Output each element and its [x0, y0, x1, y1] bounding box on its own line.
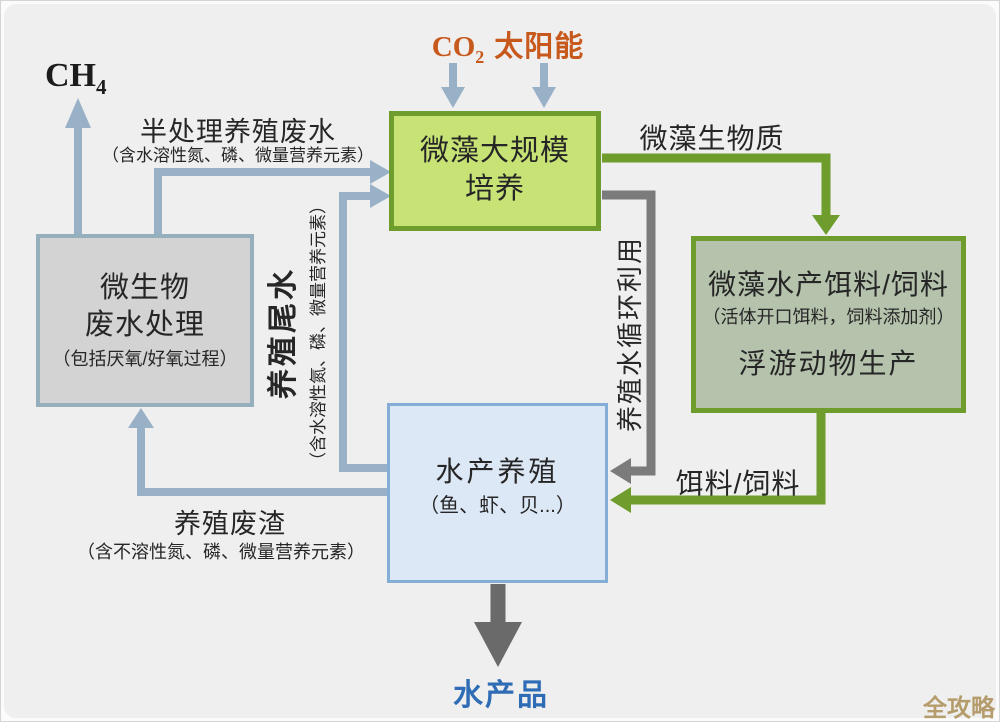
arrow-tail-water: [339, 184, 391, 472]
watermark: 全攻略: [923, 695, 995, 722]
waste-residue-label: 养殖废渣: [174, 509, 286, 539]
arrow-biomass: [602, 153, 840, 235]
arrow-waste-residue: [128, 408, 389, 496]
arrow-ch4: [65, 98, 91, 237]
microalgae-biomass-label: 微藻生物质: [639, 123, 785, 154]
co2-solar-label: CO2 太阳能: [398, 23, 618, 68]
water-recycling-label: 养殖水循环利用: [614, 236, 645, 433]
node-aquaculture: 水产养殖 （鱼、虾、贝...）: [387, 403, 608, 583]
semi-treated-wastewater-label: 半处理养殖废水: [140, 117, 336, 147]
node-feed-production: 微藻水产饵料/饲料 （活体开口饵料，饲料添加剂） 浮游动物生产: [691, 236, 966, 413]
aquatic-products-label: 水产品: [453, 679, 549, 712]
node-microalgae-cultivation: 微藻大规模 培养: [389, 111, 601, 231]
node-title: 微生物: [99, 271, 190, 304]
semi-treated-wastewater-detail: （含水溶性氮、磷、微量营养元素）: [102, 146, 374, 165]
ch4-label: CH4: [45, 57, 107, 99]
node-detail: （包括厌氧/好氧过程）: [52, 348, 238, 369]
arrow-co2: [441, 63, 465, 108]
tail-water-label: 养殖尾水 （含水溶性氮、磷、微量营养元素）: [262, 183, 328, 483]
tail-water-detail: （含水溶性氮、磷、微量营养元素）: [308, 197, 328, 469]
node-detail: （活体开口饵料，饲料添加剂）: [702, 307, 955, 328]
node-title: 微藻大规模: [419, 135, 570, 168]
node-microbial-wastewater-treatment: 微生物 废水处理 （包括厌氧/好氧过程）: [36, 234, 254, 407]
tail-water-title: 养殖尾水: [266, 267, 300, 399]
arrow-feed: [610, 413, 826, 513]
arrow-solar: [532, 63, 556, 108]
feed-label: 饵料/饲料: [675, 468, 801, 499]
node-detail: （鱼、虾、贝...）: [419, 495, 576, 518]
arrow-semi-treated-wastewater: [154, 160, 391, 237]
arrow-aquatic-products: [474, 584, 522, 667]
waste-residue-detail: （含不溶性氮、磷、微量营养元素）: [77, 542, 365, 562]
node-title: 水产养殖: [435, 456, 560, 487]
arrow-water-recycling: [602, 190, 656, 484]
node-title: 废水处理: [84, 309, 205, 342]
co2-label: CO2: [431, 31, 485, 67]
node-title: 微藻水产饵料/饲料: [708, 268, 949, 300]
solar-label: 太阳能: [494, 31, 585, 63]
node-title-secondary: 浮游动物生产: [738, 347, 919, 379]
node-title: 培养: [464, 173, 525, 205]
